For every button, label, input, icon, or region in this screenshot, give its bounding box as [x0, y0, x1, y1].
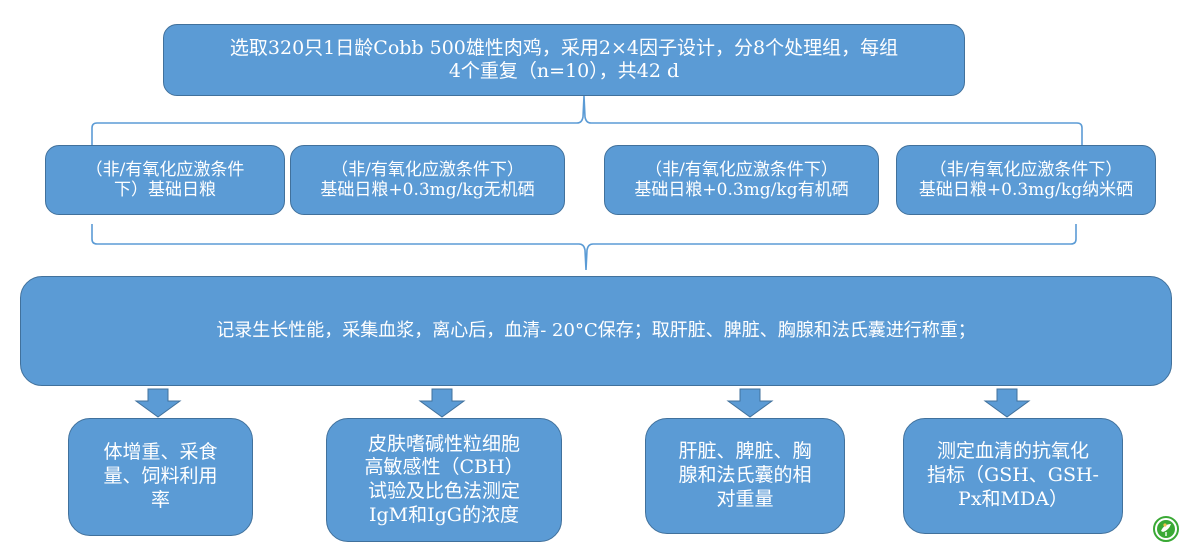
- down-arrow-icon: [418, 388, 466, 418]
- outcome-line: 量、饲料利用: [103, 465, 218, 488]
- outcome-line: 高敏感性（CBH）: [364, 456, 524, 479]
- outcome-line: 皮肤嗜碱性粒细胞: [367, 432, 520, 455]
- study-design-box: 选取320只1日龄Cobb 500雄性肉鸡，采用2×4因子设计，分8个处理组，每…: [163, 24, 965, 96]
- outcome-box-organ-weights: 肝脏、脾脏、胸 腺和法氏囊的相 对重量: [645, 418, 845, 534]
- outcome-line: 腺和法氏囊的相: [678, 464, 812, 487]
- sampling-procedure-box: 记录生长性能，采集血浆，离心后，血清- 20°C保存；取肝脏、脾脏、胸腺和法氏囊…: [20, 276, 1172, 386]
- treatment-box-basal-diet: （非/有氧化应激条件 下）基础日粮: [45, 145, 285, 215]
- down-arrow-icon: [983, 388, 1031, 418]
- treatment-line-2: 基础日粮+0.3mg/kg无机硒: [320, 180, 535, 200]
- treatment-line-1: （非/有氧化应激条件下）: [331, 159, 524, 180]
- outcome-box-immune-response: 皮肤嗜碱性粒细胞 高敏感性（CBH） 试验及比色法测定 IgM和IgG的浓度: [326, 418, 562, 542]
- top-brace-connector: [91, 95, 1083, 145]
- outcome-box-growth-performance: 体增重、采食 量、饲料利用 率: [68, 418, 253, 536]
- treatment-box-organic-selenium: （非/有氧化应激条件下） 基础日粮+0.3mg/kg有机硒: [604, 145, 879, 215]
- outcome-box-antioxidant-indices: 测定血清的抗氧化 指标（GSH、GSH- Px和MDA）: [903, 418, 1123, 534]
- down-arrow-icon: [134, 388, 182, 418]
- treatment-line-2: 基础日粮+0.3mg/kg纳米硒: [918, 180, 1134, 200]
- treatment-line-2: 下）基础日粮: [113, 180, 216, 200]
- treatment-box-nano-selenium: （非/有氧化应激条件下） 基础日粮+0.3mg/kg纳米硒: [896, 145, 1156, 215]
- sampling-procedure-text: 记录生长性能，采集血浆，离心后，血清- 20°C保存；取肝脏、脾脏、胸腺和法氏囊…: [216, 320, 976, 342]
- study-design-line-1: 选取320只1日龄Cobb 500雄性肉鸡，采用2×4因子设计，分8个处理组，每…: [229, 37, 899, 60]
- bottom-brace-connector: [91, 224, 1077, 271]
- treatment-line-2: 基础日粮+0.3mg/kg有机硒: [634, 180, 849, 200]
- treatment-line-1: （非/有氧化应激条件下）: [645, 159, 838, 180]
- outcome-line: Px和MDA）: [958, 487, 1068, 510]
- outcome-line: IgM和IgG的浓度: [369, 503, 519, 526]
- treatment-line-1: （非/有氧化应激条件下）: [929, 159, 1123, 180]
- leaf-logo-icon: [1153, 516, 1179, 542]
- outcome-line: 对重量: [716, 487, 774, 510]
- treatment-box-inorganic-selenium: （非/有氧化应激条件下） 基础日粮+0.3mg/kg无机硒: [290, 145, 565, 215]
- outcome-line: 率: [150, 488, 170, 511]
- outcome-line: 体增重、采食: [103, 441, 218, 464]
- outcome-line: 指标（GSH、GSH-: [927, 464, 1099, 487]
- outcome-line: 肝脏、脾脏、胸: [678, 440, 812, 463]
- outcome-line: 试验及比色法测定: [367, 480, 520, 502]
- down-arrow-icon: [726, 388, 774, 418]
- study-design-line-2: 4个重复（n=10），共42 d: [448, 60, 680, 82]
- treatment-line-1: （非/有氧化应激条件: [85, 159, 245, 180]
- outcome-line: 测定血清的抗氧化: [936, 440, 1089, 463]
